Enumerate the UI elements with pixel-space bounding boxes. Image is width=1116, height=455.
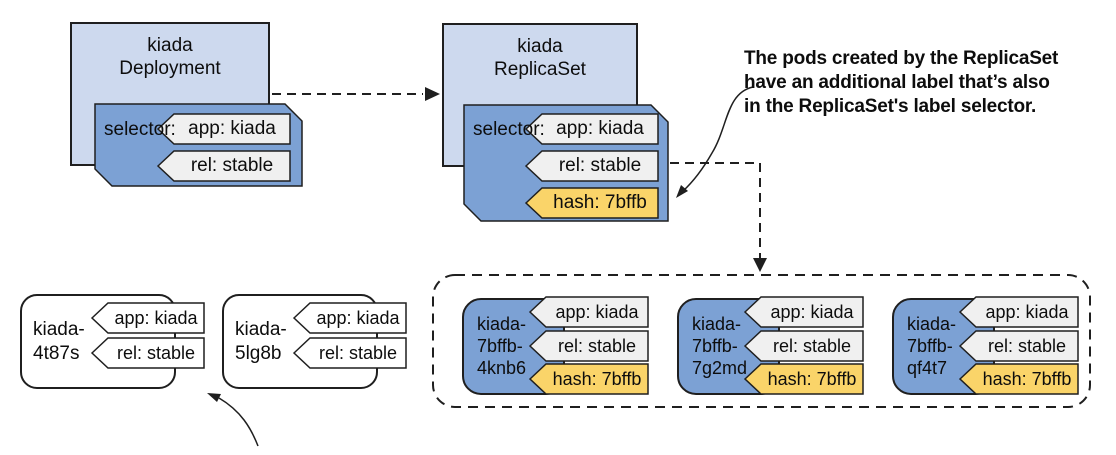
replicaset-pod-3-label-rel: rel: stable <box>987 336 1067 356</box>
replicaset-pod-3-label-rel-shape <box>958 330 1079 362</box>
deployment-label-app: app: kiada <box>188 118 276 139</box>
orphan-pods-pointer-arrowhead-icon <box>207 393 221 402</box>
replicaset-pod-2-label-hash: hash: 7bffb <box>767 369 857 389</box>
replicaset-pod-1-label-app: app: kiada <box>555 302 639 322</box>
replicaset-pod-3-name: kiada- 7bffb- qf4t7 <box>907 314 957 378</box>
replicaset-pod-2-label-hash-shape <box>743 363 864 395</box>
annotation-pointer-arrowhead-icon <box>676 185 688 198</box>
replicaset-pod-2-label-app: app: kiada <box>770 302 854 322</box>
deployment-label-rel: rel: stable <box>190 155 274 176</box>
deployment-to-replicaset-arrowhead-icon <box>425 87 440 101</box>
orphan-pod-1-label-rel-shape <box>90 337 205 369</box>
replicaset-title: kiada ReplicaSet <box>494 36 586 80</box>
replicaset-selector-label: selector: <box>473 119 545 140</box>
replicaset-pod-1-label-hash: hash: 7bffb <box>552 369 642 389</box>
annotation-pointer-curve <box>682 86 754 192</box>
replicaset-pod-1-label-app-shape <box>528 296 649 328</box>
replicaset-pod-1-label-rel-shape <box>528 330 649 362</box>
deployment-selector-label: selector: <box>104 119 176 140</box>
orphan-pod-1-label-app-shape <box>90 302 205 334</box>
replicaset-label-app: app: kiada <box>556 118 644 139</box>
replicaset-pod-3-label-app: app: kiada <box>985 302 1069 322</box>
annotation-text: The pods created by the ReplicaSet have … <box>744 48 1059 117</box>
orphan-pod-2-label-rel: rel: stable <box>318 343 398 363</box>
replicaset-pod-1-label-hash-shape <box>528 363 649 395</box>
replicaset-pod-3-label-app-shape <box>958 296 1079 328</box>
replicaset-label-app-shape <box>524 113 659 145</box>
replicaset-pod-2-name: kiada- 7bffb- 7g2md <box>692 314 748 378</box>
replicaset-pod-3-label-hash-shape <box>958 363 1079 395</box>
deployment-title: kiada Deployment <box>119 35 221 79</box>
replicaset-to-pods-arrowhead-icon <box>753 258 767 272</box>
replicaset-pod-1-label-rel: rel: stable <box>557 336 637 356</box>
replicaset-pod-3-label-hash: hash: 7bffb <box>982 369 1072 389</box>
orphan-pod-1-label-rel: rel: stable <box>116 343 196 363</box>
orphan-pod-1-name: kiada- 4t87s <box>33 319 85 364</box>
replicaset-pod-2-label-rel-shape <box>743 330 864 362</box>
orphan-pod-2-label-app: app: kiada <box>316 308 400 328</box>
replicaset-pod-2-label-rel: rel: stable <box>772 336 852 356</box>
deployment-label-app-shape <box>156 113 291 145</box>
replicaset-pod-2-label-app-shape <box>743 296 864 328</box>
replicaset-pod-1-name: kiada- 7bffb- 4knb6 <box>477 314 527 378</box>
orphan-pod-2-label-app-shape <box>292 302 407 334</box>
replicaset-to-pods-arrow <box>670 162 761 258</box>
deployment-label-rel-shape <box>156 150 291 182</box>
orphan-pod-2-name: kiada- 5lg8b <box>235 319 287 364</box>
replicaset-label-rel: rel: stable <box>558 155 642 176</box>
replicaset-label-hash-shape <box>524 187 659 219</box>
replicaset-pods-group-box <box>432 274 1091 408</box>
replicaset-label-hash: hash: 7bffb <box>553 192 647 213</box>
orphan-pod-2-label-rel-shape <box>292 337 407 369</box>
orphan-pods-pointer-curve <box>218 397 259 447</box>
orphan-pod-1-label-app: app: kiada <box>114 308 198 328</box>
replicaset-label-rel-shape <box>524 150 659 182</box>
